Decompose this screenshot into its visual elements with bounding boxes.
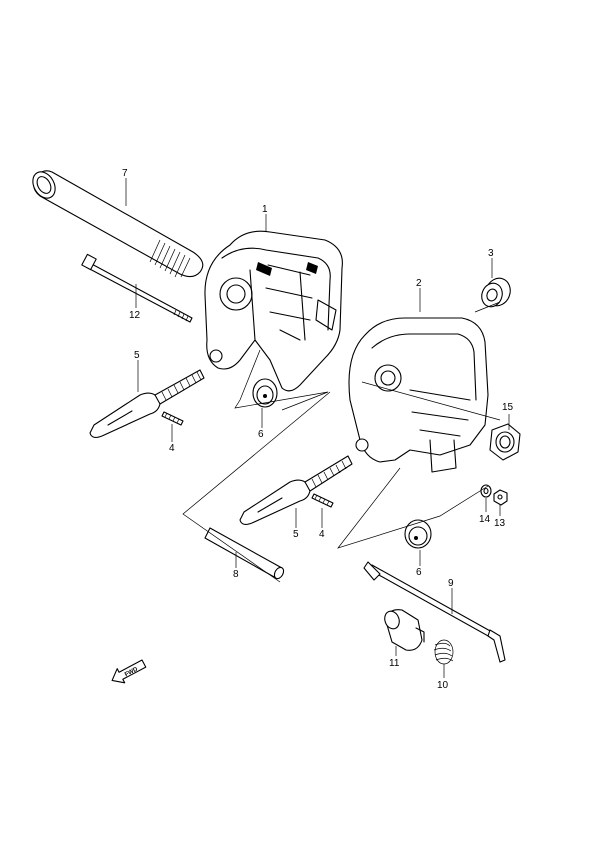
part-14-washer [480, 484, 492, 498]
part-8-pin [204, 527, 285, 580]
part-11-holder [384, 609, 425, 651]
callout-14: 14 [479, 514, 491, 525]
callout-10: 10 [437, 680, 449, 691]
callout-2: 2 [416, 278, 422, 289]
callout-12: 12 [129, 310, 141, 321]
callout-1: 1 [262, 204, 268, 215]
part-7-swivel-tube [32, 170, 204, 278]
part-6-pad-left [252, 378, 278, 408]
part-1-clamp-bracket-left [204, 230, 343, 392]
assembly-lines [182, 301, 501, 583]
callout-6b: 6 [416, 567, 422, 578]
part-5-clamp-screw-right [239, 455, 353, 526]
callout-9: 9 [448, 578, 454, 589]
callout-4a: 4 [169, 443, 175, 454]
callout-6a: 6 [258, 429, 264, 440]
part-9-tilt-rod [363, 561, 506, 663]
callout-3: 3 [488, 248, 494, 259]
callout-11: 11 [389, 658, 400, 669]
part-12-bolt [81, 253, 193, 323]
part-15-nut [489, 423, 521, 461]
part-5-clamp-screw-left [89, 369, 205, 439]
callout-15: 15 [502, 402, 514, 413]
callout-5b: 5 [293, 529, 299, 540]
callout-13: 13 [494, 518, 506, 529]
part-10-spring [433, 639, 454, 665]
part-2-clamp-bracket-right [348, 317, 489, 473]
leader-lines [125, 178, 510, 678]
part-13-nut [493, 489, 508, 506]
callout-labels: 1 2 3 4 4 5 5 6 6 7 8 9 10 11 12 13 14 1… [122, 168, 514, 691]
part-4-set-screw-left [161, 411, 184, 426]
part-4-set-screw-right [311, 493, 334, 508]
callout-7: 7 [122, 168, 128, 179]
callout-4b: 4 [319, 529, 325, 540]
part-3-bushing [481, 277, 511, 308]
part-6-pad-right [404, 519, 432, 549]
callout-5a: 5 [134, 350, 140, 361]
callout-8: 8 [233, 569, 239, 580]
fwd-arrow-icon: FWD [111, 659, 147, 684]
